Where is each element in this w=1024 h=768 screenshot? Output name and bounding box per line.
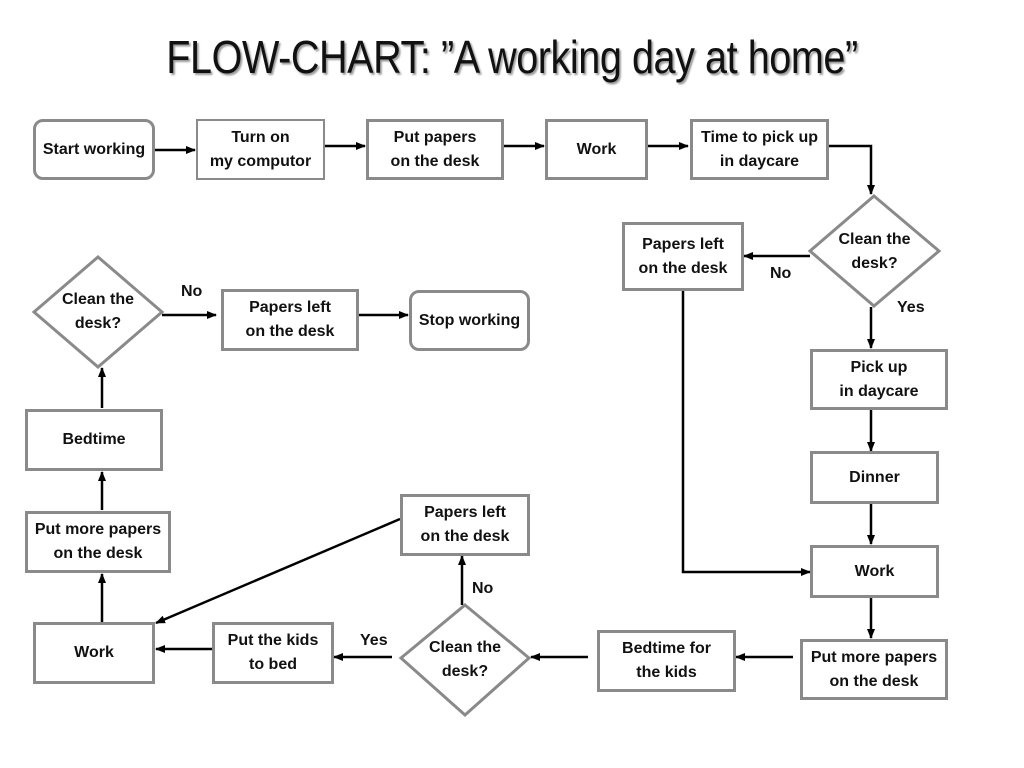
node-papers-left-1: Papers left on the desk [622, 222, 744, 291]
node-papers-left-3: Papers left on the desk [221, 289, 359, 351]
node-turn-on-computer: Turn on my computor [196, 119, 325, 180]
edge-label-d1-no: No [770, 265, 792, 282]
decision-diamond-1 [807, 194, 942, 308]
page-title: FLOW-CHART: ”A working day at home” [166, 31, 858, 83]
edge-label-d3-no: No [181, 283, 203, 300]
node-put-more-papers-2: Put more papers on the desk [25, 511, 171, 573]
node-work-1: Work [545, 119, 648, 180]
node-time-pickup: Time to pick up in daycare [690, 119, 829, 180]
node-start-working: Start working [33, 119, 155, 180]
edge-label-d2-no: No [472, 580, 494, 597]
node-dinner: Dinner [810, 451, 939, 504]
node-stop-working: Stop working [409, 290, 530, 351]
arrow-time-pickup-to-clean-desk-1 [829, 144, 875, 195]
arrow-papers-left-2-to-work-3 [155, 517, 401, 625]
decision-diamond-2 [398, 603, 532, 718]
node-work-3: Work [33, 622, 155, 684]
arrow-papers-left-1-to-work-2 [681, 291, 811, 576]
edge-label-d2-yes: Yes [360, 632, 388, 649]
node-put-more-papers-1: Put more papers on the desk [800, 639, 948, 700]
decision-diamond-3 [31, 255, 165, 369]
node-pick-up-daycare: Pick up in daycare [810, 349, 948, 410]
decision-label-2: Clean the desk? [428, 639, 501, 680]
edge-label-d1-yes: Yes [897, 299, 925, 316]
node-work-2: Work [810, 545, 939, 598]
node-bedtime-kids: Bedtime for the kids [597, 630, 736, 692]
node-papers-left-2: Papers left on the desk [400, 494, 530, 556]
decision-label-1: Clean the desk? [838, 231, 911, 272]
node-put-papers: Put papers on the desk [366, 119, 504, 180]
node-bedtime: Bedtime [25, 409, 163, 471]
decision-label-3: Clean the desk? [61, 291, 134, 332]
node-put-kids-bed: Put the kids to bed [212, 622, 334, 684]
